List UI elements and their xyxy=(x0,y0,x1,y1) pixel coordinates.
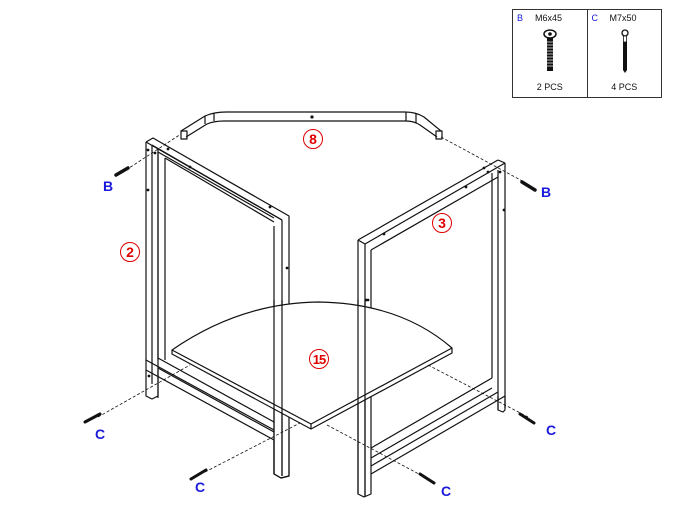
screw-c-center-icon xyxy=(418,472,436,485)
screw-icon xyxy=(588,28,662,74)
part-letter: C xyxy=(591,13,599,23)
bolt-b-left-icon xyxy=(114,166,130,177)
part-letter: B xyxy=(517,13,524,23)
hardware-label-c-left: C xyxy=(95,426,106,442)
left-frame-part-2 xyxy=(145,137,290,479)
part-size: M7x50 xyxy=(609,13,637,23)
part-size: M6x45 xyxy=(535,13,563,23)
screw-c-front-icon xyxy=(189,468,208,481)
parts-cell-b: B M6x45 2 PCS xyxy=(513,10,587,97)
screw-c-right-icon xyxy=(518,412,536,425)
hardware-label-c-right: C xyxy=(546,422,557,438)
bolt-b-right-icon xyxy=(520,180,537,192)
top-bar-part-8 xyxy=(180,111,443,140)
callout-part-3: 3 xyxy=(432,213,452,233)
screw-c-left-icon xyxy=(83,412,102,424)
hardware-label-b-left: B xyxy=(103,178,114,194)
callout-part-2: 2 xyxy=(120,242,140,262)
hardware-label-c-center: C xyxy=(441,483,452,499)
hardware-parts-table: B M6x45 2 PCS C M7x50 xyxy=(512,9,662,98)
bolt-icon xyxy=(513,28,587,74)
part-quantity: 4 PCS xyxy=(611,82,638,92)
part-quantity: 2 PCS xyxy=(536,82,563,92)
hardware-label-c-front: C xyxy=(195,479,206,495)
callout-part-15: 15 xyxy=(309,349,329,369)
parts-cell-c: C M7x50 4 PCS xyxy=(586,10,662,97)
callout-part-8: 8 xyxy=(303,129,323,149)
hardware-label-b-right: B xyxy=(541,184,552,200)
